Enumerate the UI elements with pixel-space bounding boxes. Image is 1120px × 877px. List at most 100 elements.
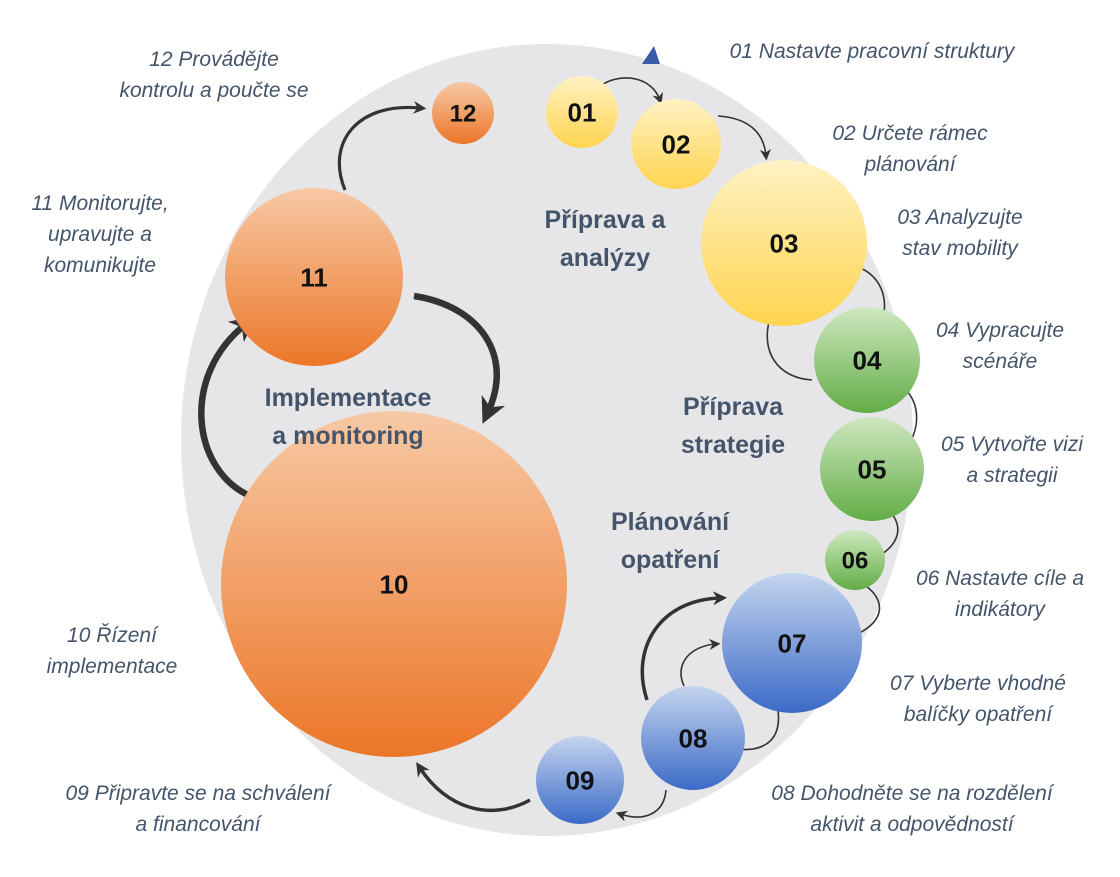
phase-label-analysis: Příprava a analýzy xyxy=(545,206,667,272)
step-circle-shape-02 xyxy=(631,99,721,189)
step-circle-shape-10 xyxy=(221,411,567,757)
step-circle-shape-04 xyxy=(814,307,920,413)
step-label-line: 08 Dohodněte se na rozdělení xyxy=(771,782,1055,805)
step-circle-shape-11 xyxy=(225,188,403,366)
arrow-08-07-small xyxy=(680,638,721,687)
step-circle-08: 08 xyxy=(641,686,745,790)
step-number-12: 12 xyxy=(450,101,477,128)
step-labels: 01 Nastavte pracovní struktury 02 Určete … xyxy=(31,40,1084,836)
step-label-05: 05 Vytvořte vizi a strategii xyxy=(941,433,1084,487)
step-circle-12: 12 xyxy=(432,82,494,144)
arrow-10-11 xyxy=(198,315,257,499)
phase-label-line: a monitoring xyxy=(272,422,423,450)
step-label-line: 02 Určete rámec xyxy=(832,122,988,145)
step-label-12: 12 Provádějte kontrolu a poučte se xyxy=(119,48,308,102)
step-number-06: 06 xyxy=(842,548,869,575)
step-circle-shape-07 xyxy=(722,573,862,713)
step-number-05: 05 xyxy=(858,454,887,484)
phase-label-line: Příprava xyxy=(683,393,784,421)
step-number-09: 09 xyxy=(566,765,595,795)
step-label-line: balíčky opatření xyxy=(904,703,1054,726)
step-circle-01: 01 xyxy=(546,76,618,148)
step-circles: 01 02 03 04 05 06 07 08 09 10 11 12 xyxy=(221,76,924,824)
arrow-11-10 xyxy=(413,292,506,424)
step-label-line: 10 Řízení xyxy=(67,624,159,647)
cycle-arrows xyxy=(198,77,918,822)
step-label-09: 09 Připravte se na schválení a financován… xyxy=(66,782,333,836)
step-circle-shape-06 xyxy=(825,530,885,590)
step-label-line: 11 Monitorujte, xyxy=(31,192,168,215)
step-circle-07: 07 xyxy=(722,573,862,713)
step-label-line: 03 Analyzujte xyxy=(897,206,1022,229)
arrow-09-10 xyxy=(416,762,531,813)
step-label-11: 11 Monitorujte, upravujte a komunikujte xyxy=(31,192,168,277)
step-label-line: aktivit a odpovědností xyxy=(810,813,1015,836)
arrow-01-02 xyxy=(602,77,663,105)
step-label-line: 09 Připravte se na schválení xyxy=(66,782,333,805)
step-label-line: kontrolu a poučte se xyxy=(119,79,308,102)
step-circle-04: 04 xyxy=(814,307,920,413)
step-label-04: 04 Vypracujte scénáře xyxy=(936,319,1064,373)
step-circle-shape-03 xyxy=(701,160,867,326)
step-label-line: a strategii xyxy=(966,464,1058,487)
step-circle-05: 05 xyxy=(820,417,924,521)
step-number-11: 11 xyxy=(300,262,328,292)
step-number-10: 10 xyxy=(380,569,409,599)
step-circle-03: 03 xyxy=(701,160,867,326)
step-label-08: 08 Dohodněte se na rozdělení aktivit a od… xyxy=(771,782,1055,836)
phase-label-line: Implementace xyxy=(265,384,432,412)
phase-label-strategy: Příprava strategie xyxy=(681,393,785,459)
step-label-line: stav mobility xyxy=(902,237,1019,260)
step-label-line: 12 Provádějte xyxy=(149,48,279,71)
step-label-line: 05 Vytvořte vizi xyxy=(941,433,1084,456)
step-number-01: 01 xyxy=(568,97,597,127)
step-label-line: implementace xyxy=(47,655,178,678)
step-label-line: plánování xyxy=(863,153,957,176)
step-label-06: 06 Nastavte cíle a indikátory xyxy=(916,567,1084,621)
phase-label-line: opatření xyxy=(621,546,721,574)
step-circle-10: 10 xyxy=(221,411,567,757)
step-circle-11: 11 xyxy=(225,188,403,366)
phase-label-line: Plánování xyxy=(611,508,730,536)
phase-label-line: analýzy xyxy=(560,244,650,272)
arrow-08-07-large xyxy=(640,591,727,701)
step-label-07: 07 Vyberte vhodné balíčky opatření xyxy=(890,672,1066,726)
step-label-line: 07 Vyberte vhodné xyxy=(890,672,1066,695)
step-label-line: 01 Nastavte pracovní struktury xyxy=(730,40,1016,63)
phase-label-line: Příprava a xyxy=(545,206,667,234)
step-label-line: indikátory xyxy=(955,598,1046,621)
step-circle-shape-05 xyxy=(820,417,924,521)
phase-label-line: strategie xyxy=(681,431,785,459)
triangle-marker-icon xyxy=(642,46,660,64)
step-number-07: 07 xyxy=(778,628,807,658)
step-circle-09: 09 xyxy=(536,736,624,824)
step-label-02: 02 Určete rámec plánování xyxy=(832,122,988,176)
step-label-line: 06 Nastavte cíle a xyxy=(916,567,1084,590)
step-number-08: 08 xyxy=(679,723,708,753)
step-label-line: upravujte a xyxy=(48,223,152,246)
step-label-line: 04 Vypracujte xyxy=(936,319,1064,342)
step-label-10: 10 Řízení implementace xyxy=(47,624,178,678)
step-label-line: scénáře xyxy=(963,350,1038,373)
step-circle-shape-12 xyxy=(432,82,494,144)
step-circle-shape-01 xyxy=(546,76,618,148)
phase-label-implementation: Implementace a monitoring xyxy=(265,384,432,450)
step-circle-06: 06 xyxy=(825,530,885,590)
phase-label-measures: Plánování opatření xyxy=(611,508,730,574)
step-number-02: 02 xyxy=(662,129,691,159)
arrow-08-09 xyxy=(615,789,667,822)
arrow-02-03 xyxy=(717,115,772,161)
arrow-04-03-back xyxy=(762,313,813,381)
step-number-04: 04 xyxy=(853,345,882,375)
step-circle-shape-09 xyxy=(536,736,624,824)
step-label-03: 03 Analyzujte stav mobility xyxy=(897,206,1022,260)
step-circle-02: 02 xyxy=(631,99,721,189)
step-number-03: 03 xyxy=(770,228,799,258)
step-label-01: 01 Nastavte pracovní struktury xyxy=(730,40,1016,63)
step-label-line: komunikujte xyxy=(44,254,156,277)
step-circle-shape-08 xyxy=(641,686,745,790)
step-label-line: a financování xyxy=(136,813,263,836)
